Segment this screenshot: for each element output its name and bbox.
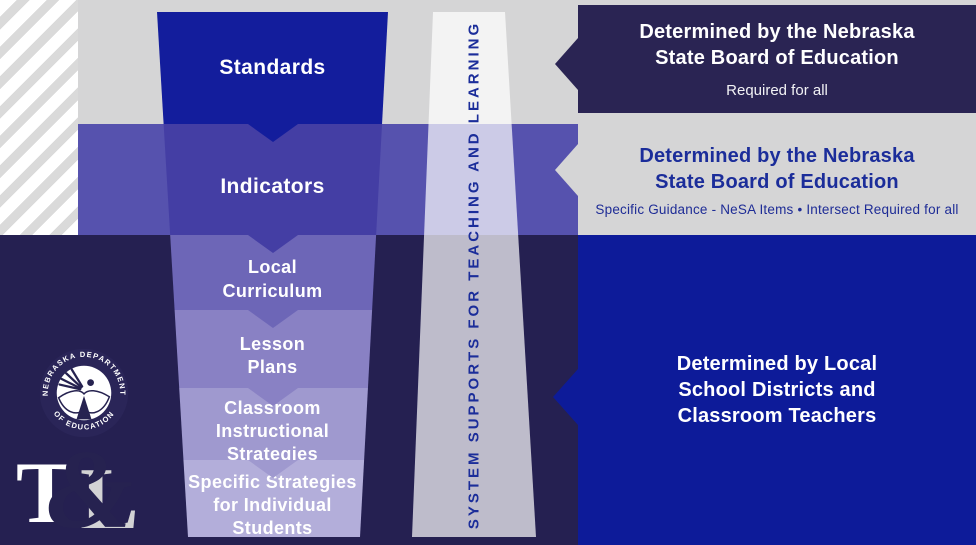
panel-title-line: State Board of Education	[655, 170, 899, 193]
nde-circular-logo: NEBRASKA DEPARTMENT • OF EDUCATION •	[39, 348, 129, 438]
funnel-section-individual-strategies: Specific Strategies for Individual Stude…	[157, 460, 388, 537]
tl-letter-t: T	[16, 445, 75, 542]
panel-title: Determined by the Nebraska State Board o…	[639, 143, 914, 195]
funnel-label: Instructional	[215, 420, 330, 441]
funnel-label: Lesson	[239, 333, 306, 354]
panel-title-line: Determined by the Nebraska	[639, 144, 915, 167]
chevron-down-icon	[247, 460, 298, 478]
book-spine-icon	[76, 395, 92, 420]
chevron-down-icon	[247, 235, 298, 253]
open-book-outline-icon	[57, 390, 111, 414]
panel-title-line: Determined by Local	[676, 353, 878, 375]
funnel-section-standards: Standards	[157, 12, 388, 124]
system-supports-label: SYSTEM SUPPORTS FOR TEACHING AND LEARNIN…	[465, 20, 483, 529]
funnel-section-local-curriculum: Local Curriculum	[157, 235, 388, 310]
panel-title-line: Classroom Teachers	[677, 405, 877, 427]
panel-title-line: School Districts and	[678, 379, 876, 401]
panel-arrow-left-icon	[555, 38, 578, 90]
panel-state-board-standards: Determined by the Nebraska State Board o…	[555, 5, 976, 113]
curriculum-funnel: Standards Indicators Local Curriculum Le…	[157, 12, 388, 537]
tl-ampersand-icon: &	[46, 428, 134, 545]
funnel-label: Indicators	[220, 174, 325, 198]
panel-state-board-indicators: Determined by the Nebraska State Board o…	[555, 124, 976, 235]
panel-arrow-left-icon	[555, 144, 578, 196]
head-dot-icon	[87, 379, 94, 387]
panel-arrow-left-icon	[553, 369, 578, 425]
funnel-label: Local	[247, 257, 297, 278]
chevron-down-icon	[247, 310, 298, 328]
panel-title: Determined by Local School Districts and…	[677, 351, 878, 429]
funnel-section-lesson-plans: Lesson Plans	[157, 310, 388, 388]
funnel-label: Plans	[247, 357, 298, 377]
funnel-label: Standards	[219, 55, 326, 79]
funnel-section-indicators: Indicators	[157, 124, 388, 235]
panel-title-line: Determined by the Nebraska	[639, 21, 915, 43]
funnel-section-classroom-strategies: Classroom Instructional Strategies	[157, 388, 388, 464]
panel-local-districts: Determined by Local School Districts and…	[553, 235, 976, 545]
panel-title: Determined by the Nebraska State Board o…	[639, 19, 914, 71]
funnel-label: Specific Strategies	[188, 471, 357, 492]
panel-subtitle: Specific Guidance - NeSA Items • Interse…	[595, 201, 959, 217]
wing-icon	[58, 368, 84, 391]
diagonal-stripes-pattern	[0, 0, 78, 235]
funnel-label: Curriculum	[222, 280, 323, 301]
chevron-down-icon	[247, 124, 298, 142]
teaching-and-learning-logo: T L &	[16, 434, 156, 545]
funnel-label: Students	[232, 518, 313, 539]
tl-letter-l: L	[80, 451, 139, 545]
funnel-label: Strategies	[226, 444, 319, 465]
chevron-down-icon	[247, 388, 298, 406]
funnel-label: for Individual	[213, 494, 332, 515]
panel-title-line: State Board of Education	[655, 47, 899, 69]
nde-logo-emblem	[76, 395, 92, 420]
panel-subtitle: Required for all	[726, 82, 828, 99]
